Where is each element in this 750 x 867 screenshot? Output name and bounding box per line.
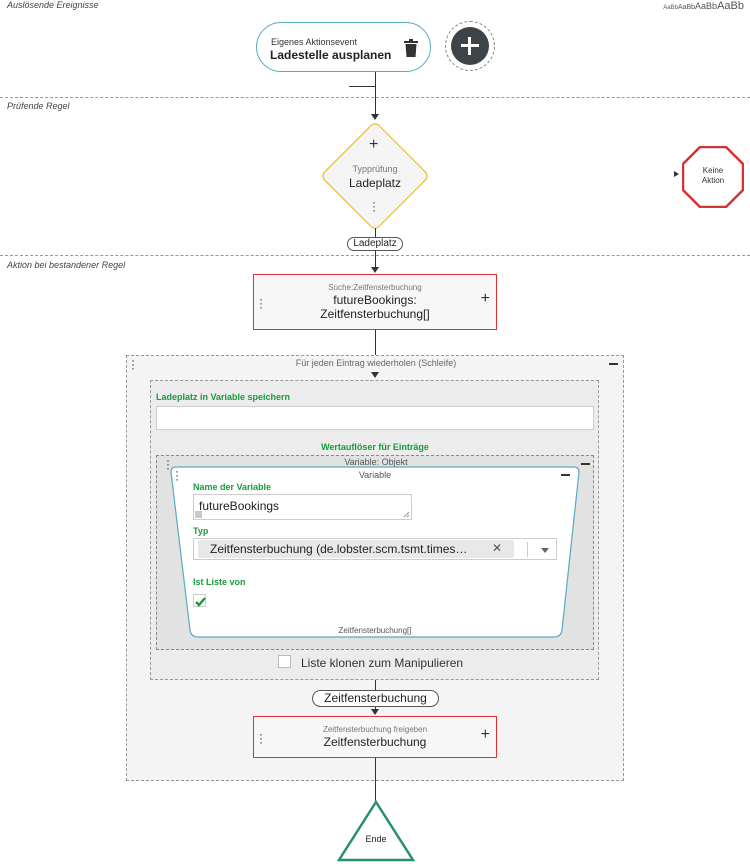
loop-output-label: Zeitfensterbuchung bbox=[312, 690, 439, 707]
save-variable-label: Ladeplatz in Variable speichern bbox=[156, 392, 291, 402]
release-action-name: Zeitfensterbuchung bbox=[323, 735, 427, 749]
plus-icon bbox=[451, 27, 489, 65]
resolver-label: Wertauflöser für Einträge bbox=[321, 442, 429, 452]
connector bbox=[375, 758, 376, 802]
collapse-icon[interactable] bbox=[561, 474, 570, 476]
collapse-icon[interactable] bbox=[609, 363, 618, 365]
variable-name-field[interactable]: futureBookings bbox=[193, 494, 412, 520]
kebab-icon[interactable]: ··· bbox=[259, 292, 263, 314]
expand-icon[interactable] bbox=[195, 511, 202, 518]
resize-handle-icon[interactable] bbox=[403, 511, 410, 518]
text-size-switcher[interactable]: AaBbAaBbAaBbAaBb bbox=[663, 0, 744, 12]
section-label-rule: Prüfende Regel bbox=[7, 101, 70, 111]
save-variable-input[interactable] bbox=[156, 406, 594, 430]
variable-card-footer: Zeitfensterbuchung[] bbox=[338, 626, 412, 635]
arrow-head bbox=[371, 114, 379, 120]
plus-icon[interactable]: + bbox=[369, 136, 379, 153]
loop-title: Für jeden Eintrag wiederholen (Schleife) bbox=[295, 358, 457, 368]
type-label: Typ bbox=[193, 526, 209, 536]
trash-icon[interactable] bbox=[404, 39, 418, 57]
kebab-icon[interactable]: ··· bbox=[372, 195, 376, 217]
no-action-node[interactable] bbox=[682, 146, 744, 208]
clone-list-label: Liste klonen zum Manipulieren bbox=[301, 656, 464, 670]
search-action-type: Suche:Zeitfensterbuchung bbox=[328, 283, 422, 292]
remove-icon[interactable]: ✕ bbox=[492, 541, 503, 555]
search-action-line1: futureBookings: bbox=[333, 293, 417, 307]
event-node[interactable]: Eigenes Aktionsevent Ladestelle ausplane… bbox=[256, 22, 431, 72]
kebab-icon[interactable]: ··· bbox=[166, 453, 170, 475]
section-label-action: Aktion bei bestandener Regel bbox=[7, 260, 126, 270]
release-action-node[interactable]: ··· Zeitfensterbuchung freigeben Zeitfen… bbox=[253, 716, 497, 758]
clone-list-checkbox[interactable] bbox=[278, 655, 291, 668]
arrow-head bbox=[371, 709, 379, 715]
kebab-icon[interactable]: ··· bbox=[175, 464, 179, 486]
plus-icon[interactable]: + bbox=[480, 726, 490, 743]
connector bbox=[349, 86, 376, 87]
connector bbox=[375, 680, 376, 690]
text-size-m[interactable]: AaBb bbox=[695, 1, 718, 11]
variable-object-title: Variable: Objekt bbox=[344, 457, 408, 467]
search-action-node[interactable]: ··· Suche:Zeitfensterbuchung futureBooki… bbox=[253, 274, 497, 330]
release-action-type: Zeitfensterbuchung freigeben bbox=[322, 725, 428, 734]
end-label: Ende bbox=[365, 834, 387, 844]
connector bbox=[375, 86, 376, 116]
end-node[interactable] bbox=[336, 800, 416, 862]
arrow-head bbox=[674, 171, 679, 177]
rule-output-label: Ladeplatz bbox=[347, 237, 403, 251]
kebab-icon[interactable]: ··· bbox=[259, 727, 263, 749]
search-action-line2: Zeitfensterbuchung[] bbox=[320, 307, 430, 321]
connector bbox=[375, 72, 376, 86]
arrow-head bbox=[371, 267, 379, 273]
kebab-icon[interactable]: ··· bbox=[131, 353, 135, 375]
type-chip: Zeitfensterbuchung (de.lobster.scm.tsmt.… bbox=[198, 540, 514, 558]
plus-icon[interactable]: + bbox=[480, 290, 490, 307]
variable-card-title: Variable bbox=[358, 470, 392, 480]
collapse-icon[interactable] bbox=[581, 463, 590, 465]
connector bbox=[375, 251, 376, 267]
event-name: Ladestelle ausplanen bbox=[270, 48, 392, 62]
rule-node-content: + Typprüfung Ladeplatz ··· bbox=[320, 122, 430, 232]
rule-type: Typprüfung bbox=[352, 164, 398, 174]
event-type: Eigenes Aktionsevent bbox=[271, 37, 358, 47]
connector bbox=[375, 330, 376, 372]
text-size-s[interactable]: AaBb bbox=[677, 4, 696, 11]
is-list-label: Ist Liste von bbox=[193, 577, 246, 587]
add-event-button[interactable] bbox=[445, 21, 495, 71]
chevron-down-icon[interactable] bbox=[541, 548, 549, 553]
text-size-xs[interactable]: AaBb bbox=[663, 5, 678, 11]
variable-name-label: Name der Variable bbox=[193, 482, 272, 492]
is-list-checkbox[interactable] bbox=[193, 594, 206, 607]
no-action-label: Keine Aktion bbox=[701, 166, 725, 185]
arrow-head bbox=[371, 372, 379, 378]
connector bbox=[375, 228, 376, 238]
text-size-l[interactable]: AaBb bbox=[717, 0, 744, 12]
section-label-trigger: Auslösende Ereignisse bbox=[7, 0, 99, 10]
type-select[interactable]: Zeitfensterbuchung (de.lobster.scm.tsmt.… bbox=[193, 538, 557, 560]
rule-name: Ladeplatz bbox=[348, 176, 402, 190]
check-icon bbox=[195, 597, 206, 607]
